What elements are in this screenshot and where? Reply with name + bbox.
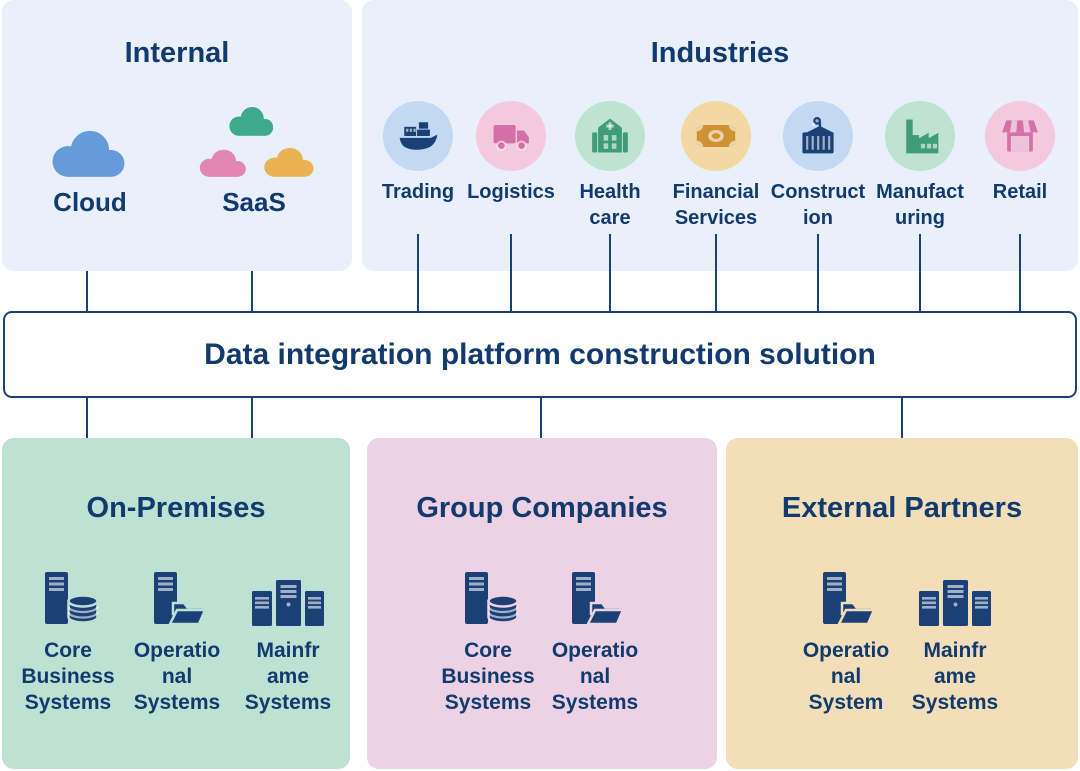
industry-label: Financial Services bbox=[672, 181, 760, 229]
system-item-mainframe: Mainfr ame Systems bbox=[233, 570, 343, 716]
system-label: Operatio nal System bbox=[802, 639, 890, 715]
connector-line bbox=[540, 398, 542, 438]
industry-label: Retail bbox=[992, 181, 1048, 203]
connector-line bbox=[417, 234, 419, 311]
connector-line bbox=[919, 234, 921, 311]
cloud-icon bbox=[42, 121, 134, 179]
connector-line bbox=[251, 271, 253, 311]
industry-item-financial: Financial Services bbox=[666, 101, 766, 231]
platform-banner-label: Data integration platform construction s… bbox=[204, 337, 876, 371]
connector-line bbox=[251, 398, 253, 438]
mainframe-icon bbox=[250, 570, 326, 628]
industry-item-retail: Retail bbox=[970, 101, 1070, 205]
industry-item-trading: Trading bbox=[368, 101, 468, 205]
external-partners-title: External Partners bbox=[781, 492, 1023, 524]
container-crane-icon bbox=[783, 101, 853, 171]
industries-title: Industries bbox=[650, 37, 790, 69]
on-premises-title: On-Premises bbox=[86, 492, 266, 524]
internal-panel bbox=[2, 0, 352, 271]
connector-line bbox=[510, 234, 512, 311]
connector-line bbox=[901, 398, 903, 438]
connector-line bbox=[86, 271, 88, 311]
saas-cloud-orange-icon bbox=[257, 142, 320, 178]
storefront-icon bbox=[985, 101, 1055, 171]
saas-cloud-pink-icon bbox=[193, 144, 252, 178]
saas-label: SaaS bbox=[222, 187, 286, 217]
industry-item-healthcare: Health care bbox=[560, 101, 660, 231]
truck-icon bbox=[476, 101, 546, 171]
saas-cloud-teal-icon bbox=[223, 101, 279, 137]
server-folder-icon bbox=[139, 570, 215, 628]
group-companies-panel bbox=[367, 438, 717, 769]
industry-item-logistics: Logistics bbox=[461, 101, 561, 205]
system-item-operational: Operatio nal Systems bbox=[540, 570, 650, 716]
connector-line bbox=[1019, 234, 1021, 311]
system-label: Operatio nal Systems bbox=[133, 639, 221, 715]
system-label: Mainfr ame Systems bbox=[244, 639, 332, 715]
industry-label: Health care bbox=[579, 181, 641, 229]
hospital-icon bbox=[575, 101, 645, 171]
connector-line bbox=[609, 234, 611, 311]
connector-line bbox=[86, 398, 88, 438]
internal-title: Internal bbox=[124, 37, 230, 69]
platform-banner: Data integration platform construction s… bbox=[3, 311, 1077, 398]
external-partners-panel bbox=[726, 438, 1078, 769]
connector-line bbox=[715, 234, 717, 311]
industry-label: Construct ion bbox=[770, 181, 866, 229]
system-item-mainframe: Mainfr ame Systems bbox=[900, 570, 1010, 716]
industry-item-construction: Construct ion bbox=[768, 101, 868, 231]
system-item-core-business: Core Business Systems bbox=[13, 570, 123, 716]
group-companies-title: Group Companies bbox=[416, 492, 668, 524]
system-item-operational: Operatio nal Systems bbox=[122, 570, 232, 716]
banknote-icon bbox=[681, 101, 751, 171]
cargo-ship-icon bbox=[383, 101, 453, 171]
system-item-operational: Operatio nal System bbox=[791, 570, 901, 716]
industry-label: Manufact uring bbox=[876, 181, 964, 229]
system-item-core-business: Core Business Systems bbox=[433, 570, 543, 716]
system-label: Core Business Systems bbox=[441, 639, 535, 715]
industry-label: Trading bbox=[381, 181, 455, 203]
industry-item-manufacturing: Manufact uring bbox=[870, 101, 970, 231]
system-label: Core Business Systems bbox=[21, 639, 115, 715]
cloud-label: Cloud bbox=[53, 187, 127, 217]
system-label: Mainfr ame Systems bbox=[911, 639, 999, 715]
server-database-icon bbox=[30, 570, 106, 628]
industry-label: Logistics bbox=[467, 181, 555, 203]
server-folder-icon bbox=[808, 570, 884, 628]
server-database-icon bbox=[450, 570, 526, 628]
mainframe-icon bbox=[917, 570, 993, 628]
connector-line bbox=[817, 234, 819, 311]
server-folder-icon bbox=[557, 570, 633, 628]
factory-icon bbox=[885, 101, 955, 171]
system-label: Operatio nal Systems bbox=[551, 639, 639, 715]
